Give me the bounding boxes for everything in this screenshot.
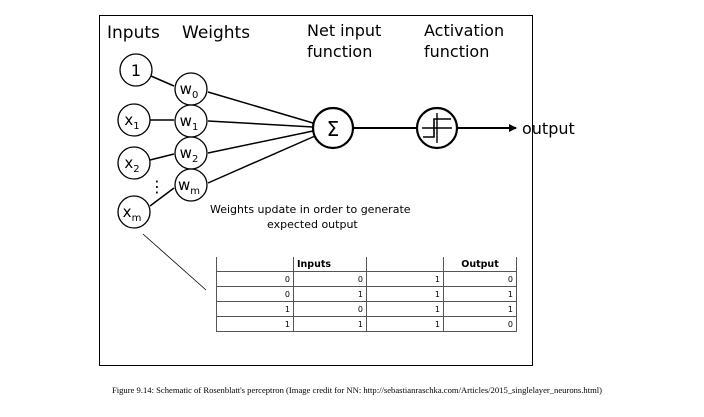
heading-net-input-1: Net input xyxy=(307,21,381,40)
weight-node-w0: w0 xyxy=(174,72,208,106)
table-cell: 0 xyxy=(443,271,517,287)
table-cell: 1 xyxy=(216,301,294,317)
table-cell: 0 xyxy=(293,271,367,287)
table-cell: 1 xyxy=(366,316,444,332)
input-node-x2: x2 xyxy=(117,146,151,180)
weight-node-wm: wm xyxy=(174,168,208,202)
heading-activation-2: function xyxy=(424,42,489,61)
table-cell: 1 xyxy=(366,286,444,302)
table-row: 1 1 1 0 xyxy=(216,316,517,332)
table-header-cell: Output xyxy=(443,257,517,272)
svg-text:x1: x1 xyxy=(124,111,139,132)
edge-weightm-sum xyxy=(207,135,316,184)
heading-inputs: Inputs xyxy=(107,23,160,43)
table-header-row: Inputs Output xyxy=(216,257,517,272)
svg-text:w0: w0 xyxy=(180,80,199,101)
edge-weight1-sum xyxy=(207,120,314,128)
update-note-line1: Weights update in order to generate xyxy=(210,203,411,216)
svg-text:w2: w2 xyxy=(180,144,199,165)
leader-line xyxy=(142,233,207,291)
output-label: output xyxy=(522,119,575,138)
table-cell: 0 xyxy=(443,316,517,332)
svg-text:xm: xm xyxy=(123,203,142,224)
table-cell: 1 xyxy=(366,301,444,317)
svg-text:wm: wm xyxy=(178,176,200,197)
input-node-x1: x1 xyxy=(117,103,151,137)
table-cell: 0 xyxy=(216,286,294,302)
edge-weight0-sum xyxy=(207,91,314,124)
truth-table: Inputs Output 0 0 1 0 0 1 1 1 1 0 1 1 1 … xyxy=(216,257,517,332)
svg-text:w1: w1 xyxy=(180,112,199,133)
svg-text:x2: x2 xyxy=(124,154,139,175)
table-cell: 1 xyxy=(443,286,517,302)
table-cell: 1 xyxy=(443,301,517,317)
activation-node xyxy=(415,106,459,150)
update-note-line2: expected output xyxy=(267,218,358,231)
table-cell: 1 xyxy=(293,316,367,332)
weight-node-w2: w2 xyxy=(174,136,208,170)
table-row: 0 0 1 0 xyxy=(216,271,517,287)
input-node-xm: xm xyxy=(117,195,151,229)
figure-caption: Figure 9.14: Schematic of Rosenblatt's p… xyxy=(111,385,603,395)
heading-net-input-2: function xyxy=(307,42,372,61)
svg-text:1: 1 xyxy=(131,61,141,80)
heading-activation-1: Activation xyxy=(424,21,504,40)
table-cell: 0 xyxy=(216,271,294,287)
table-cell: 0 xyxy=(293,301,367,317)
table-cell: 1 xyxy=(216,316,294,332)
sum-node: Σ xyxy=(311,106,355,150)
edge-inputm-weightm xyxy=(149,187,175,207)
edge-weight2-sum xyxy=(207,130,314,154)
table-row: 1 0 1 1 xyxy=(216,301,517,317)
table-cell: 1 xyxy=(293,286,367,302)
weight-node-w1: w1 xyxy=(174,104,208,138)
edge-input0-weight0 xyxy=(150,75,175,87)
step-function-icon xyxy=(422,113,452,143)
table-row: 0 1 1 1 xyxy=(216,286,517,302)
table-header-cell xyxy=(216,257,294,272)
sum-icon: Σ xyxy=(327,117,340,141)
input-node-bias: 1 xyxy=(119,53,153,87)
table-header-cell: Inputs xyxy=(293,257,367,272)
table-header-cell xyxy=(366,257,444,272)
table-cell: 1 xyxy=(366,271,444,287)
diagram-frame xyxy=(99,15,533,366)
edge-input2-weight2 xyxy=(149,153,175,161)
ellipsis-dots: ⋮ xyxy=(149,177,165,196)
heading-weights: Weights xyxy=(182,23,250,43)
